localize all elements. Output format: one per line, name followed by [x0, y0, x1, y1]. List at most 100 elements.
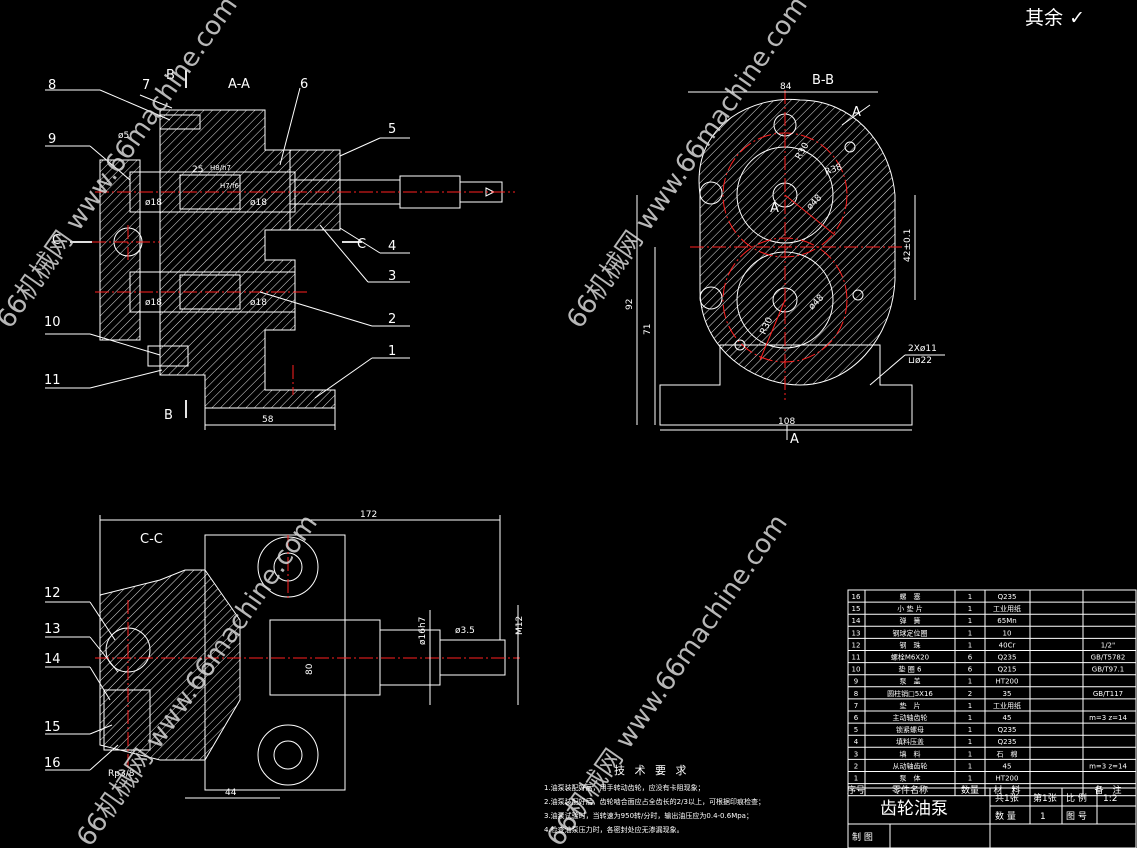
note-line-4: 4.检查油泵压力时，各密封处应无渗漏现象。 [544, 826, 684, 834]
note-line-2: 2.油泵装配好后，齿轮啮合面应占全齿长的2/3以上，可根据印痕检查； [544, 798, 765, 806]
section-label-c-left: C [52, 233, 61, 248]
dim-44: 44 [225, 788, 237, 798]
bom-cell: GB/T97.1 [1092, 666, 1124, 674]
view-title-aa: A-A [228, 77, 250, 92]
bom-header-cell: 数量 [961, 784, 979, 796]
section-label-a-top: A [852, 105, 861, 120]
bolt-hole-2 [699, 181, 723, 205]
title-block-frame [847, 787, 1137, 848]
bom-cell: 主动轴齿轮 [893, 713, 928, 722]
balloon-12: 12 [44, 586, 61, 601]
cc-shaft-bore [269, 619, 381, 696]
bom-cell: 垫 圈 6 [899, 665, 922, 674]
packing-gland [289, 149, 341, 231]
dim-58: 58 [262, 415, 274, 425]
bom-cell: 45 [1003, 762, 1012, 770]
section-view-bb: B-B A A A 84 108 92 71 42±0.1 R30 R30 R3… [625, 73, 945, 447]
bom-cell: 1 [968, 762, 972, 770]
title-block: 齿轮油泵 共1张 第1张 比 例 1:2 数 量 1 图 号 制 图 [847, 787, 1137, 848]
dim-holes-cbore: ⊔ø22 [908, 356, 932, 366]
bom-cell: 钢 珠 [900, 640, 921, 649]
balloon-5: 5 [388, 122, 396, 137]
drawing-number-label: 图 号 [1066, 811, 1087, 822]
bom-header: 序号零件名称数量材 料备 注 [847, 784, 1122, 796]
bom-cell: Q235 [998, 726, 1017, 734]
cc-boss-bottom-inner [273, 740, 303, 770]
balloon-13: 13 [44, 622, 61, 637]
bom-cell: 1 [968, 750, 972, 758]
bom-cell: 石 棉 [997, 749, 1018, 758]
bom-cell: Q235 [998, 654, 1017, 662]
leader-10b [89, 333, 161, 356]
bom-cell: 3 [854, 750, 858, 758]
leader-9b [89, 145, 131, 181]
view-title-cc: C-C [140, 532, 163, 547]
section-mark-a-top [841, 104, 871, 126]
pin-hole-1 [844, 141, 856, 153]
bom-cell: 钢球定位圈 [893, 628, 928, 637]
section-view-aa: A-A B B C C 8 7 9 10 11 6 5 4 3 2 1 58 2… [44, 68, 515, 430]
dim-71: 71 [643, 324, 653, 335]
bom-cell: 螺栓M6X20 [891, 653, 929, 662]
dim-phi5: ø5 [118, 131, 129, 141]
balloon-3: 3 [388, 269, 396, 284]
roughness-text: 其余 [1025, 7, 1064, 29]
roughness-symbol: ✓ [1069, 7, 1085, 29]
drawn-by-label: 制 图 [852, 831, 873, 843]
bom-cell: 1 [968, 775, 972, 783]
bom-cell: Q215 [998, 666, 1017, 674]
note-line-1: 1.油泵装配好后，用手转动齿轮，应没有卡阻现象； [544, 784, 705, 792]
bom-cell: 11 [852, 654, 861, 662]
leader-1a [314, 357, 373, 399]
scale-value: 1:2 [1103, 794, 1117, 804]
leader-16b [89, 744, 119, 771]
bom-cell: 10 [852, 666, 861, 674]
balloon-1: 1 [388, 344, 396, 359]
bom-cell: 螺 塞 [900, 592, 921, 601]
scale-label: 比 例 [1066, 792, 1087, 804]
sheets-total: 共1张 [995, 793, 1019, 804]
bom-cell: 填 料 [900, 749, 921, 758]
bom-cell: 1 [854, 775, 858, 783]
dim-phi18-a: ø18 [145, 198, 162, 208]
bom-cell: m=3 z=14 [1089, 714, 1127, 722]
bom-cell: 弹 簧 [900, 616, 921, 625]
dim-84: 84 [780, 82, 792, 92]
dim-108: 108 [778, 417, 795, 427]
dim-m12: M12 [515, 616, 525, 635]
leader-14b [89, 666, 111, 701]
bom-cell: 9 [854, 678, 858, 686]
bom-header-cell: 零件名称 [892, 784, 928, 796]
bom-cell: 13 [852, 629, 861, 637]
dim-25: 25 [192, 165, 203, 175]
bom-cell: 5 [854, 726, 858, 734]
bom-cell: 小 垫 片 [897, 604, 922, 613]
pump-body-hatch [159, 109, 336, 409]
bom-cell: HT200 [996, 678, 1019, 686]
bom-cell: 1 [968, 593, 972, 601]
bom-cell: 2 [854, 762, 858, 770]
bom-cell: 填料压盖 [896, 737, 924, 746]
sheet-number: 第1张 [1033, 792, 1057, 804]
bom-cell: Q235 [998, 593, 1017, 601]
leader-15b [89, 724, 113, 735]
balloon-16: 16 [44, 756, 61, 771]
bom-cell: 1 [968, 702, 972, 710]
dim-holes-count: 2Xø11 [908, 344, 937, 354]
dim-42: 42±0.1 [903, 229, 913, 262]
balloon-9: 9 [48, 132, 56, 147]
bom-cell: 2 [968, 690, 972, 698]
bom-cell: 1 [968, 726, 972, 734]
section-label-a-bottom: A [790, 432, 799, 447]
dim-phi18-b: ø18 [250, 198, 267, 208]
